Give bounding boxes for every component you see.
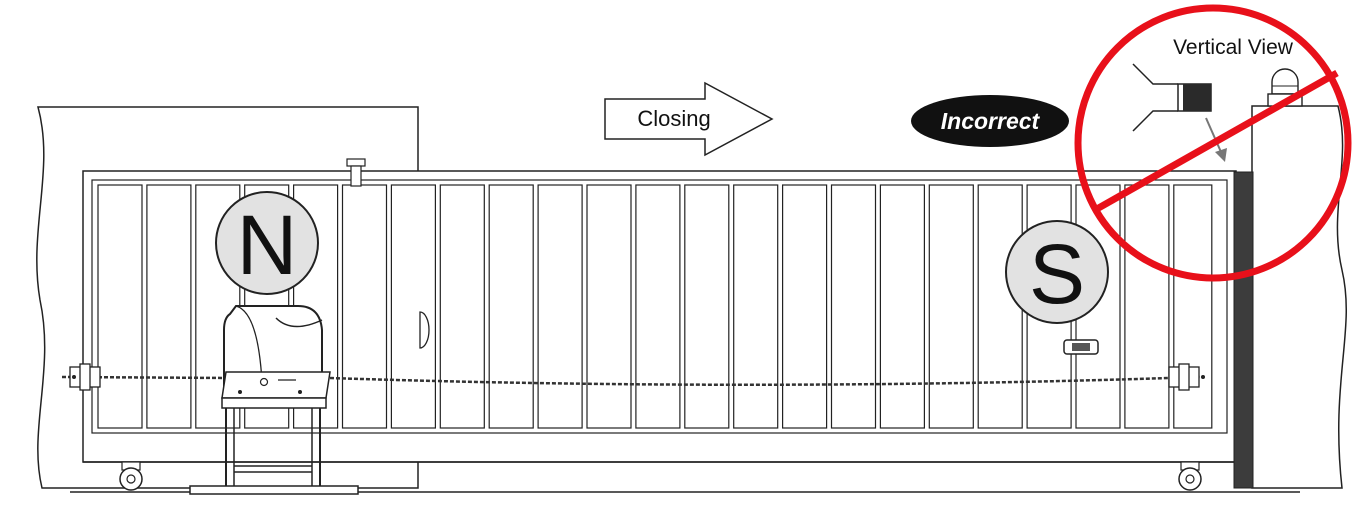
inset-bracket-top bbox=[1132, 63, 1178, 85]
gate-picket bbox=[537, 184, 583, 429]
vertical-view-inset: Vertical View bbox=[1132, 36, 1294, 162]
south-magnet-label: S bbox=[1029, 227, 1085, 321]
incorrect-badge: Incorrect bbox=[911, 95, 1069, 147]
gate-handle bbox=[419, 311, 430, 349]
inset-pointer-line bbox=[1205, 117, 1222, 153]
gate-picket bbox=[928, 184, 974, 429]
dark-post bbox=[1233, 171, 1254, 489]
incorrect-label: Incorrect bbox=[941, 108, 1041, 134]
gate-picket bbox=[341, 184, 388, 429]
gate-picket bbox=[586, 184, 632, 429]
gate-picket bbox=[635, 184, 681, 429]
gate-picket bbox=[977, 184, 1023, 429]
gate-picket bbox=[781, 184, 828, 429]
closing-label: Closing bbox=[637, 106, 710, 131]
gate-picket bbox=[97, 184, 143, 429]
gate-picket bbox=[684, 184, 730, 429]
gate-picket bbox=[439, 184, 485, 429]
gate-operator bbox=[189, 305, 359, 495]
gate-picket bbox=[1173, 184, 1213, 429]
gate-picket bbox=[1124, 184, 1170, 429]
closing-arrow: Closing bbox=[604, 81, 774, 157]
warning-light-icon bbox=[1271, 68, 1299, 95]
gate-picket bbox=[733, 184, 779, 429]
inset-pointer-arrowhead bbox=[1215, 148, 1227, 162]
north-magnet: N bbox=[215, 191, 319, 295]
magnet-bracket bbox=[1063, 339, 1099, 355]
south-magnet: S bbox=[1005, 220, 1109, 324]
chain-bracket-right bbox=[1168, 363, 1205, 391]
chain-bracket-left bbox=[69, 363, 101, 391]
vertical-view-title: Vertical View bbox=[1173, 36, 1294, 59]
gate-picket bbox=[146, 184, 192, 429]
north-magnet-label: N bbox=[237, 198, 298, 292]
gate-picket bbox=[488, 184, 534, 429]
wheel-left bbox=[119, 461, 143, 491]
gate-picket bbox=[390, 184, 436, 429]
top-bracket bbox=[346, 158, 366, 187]
no-sign-icon bbox=[1074, 4, 1352, 282]
drive-chain bbox=[61, 375, 1201, 387]
wheel-right bbox=[1178, 461, 1202, 491]
inset-bracket-bottom bbox=[1132, 110, 1178, 132]
right-pillar bbox=[1233, 68, 1347, 489]
gate-picket bbox=[830, 184, 877, 429]
arrow-right-icon bbox=[604, 81, 774, 157]
gate-picket bbox=[879, 184, 926, 429]
